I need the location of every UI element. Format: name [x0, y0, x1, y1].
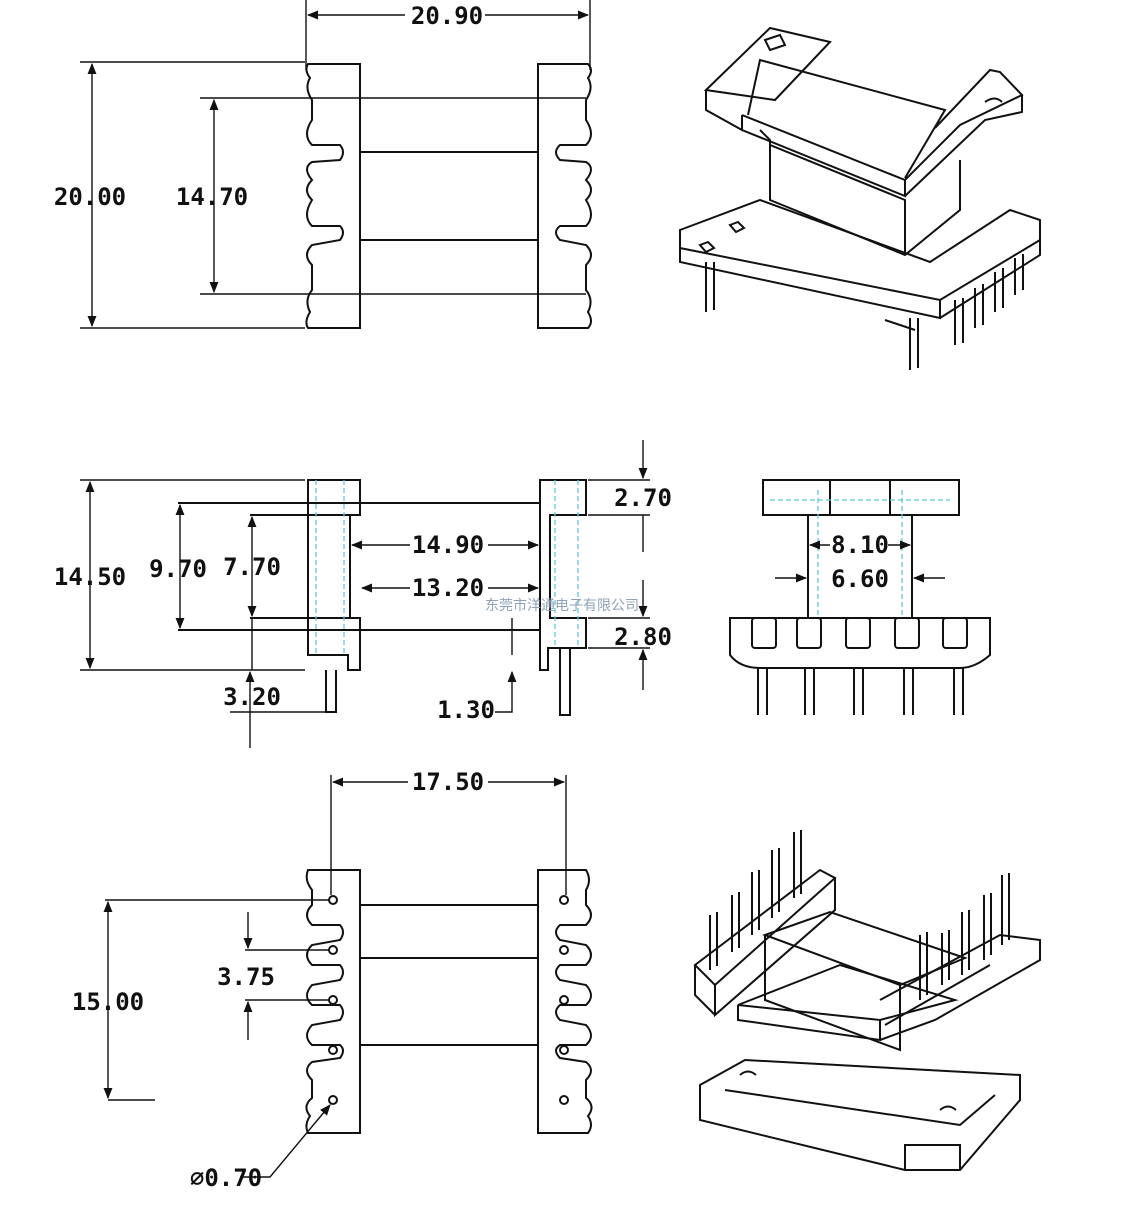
bottom-view-right-flange	[537, 869, 593, 1134]
dim-side-window-height: 7.70	[223, 553, 281, 581]
dim-pin-offset: 3.20	[223, 683, 281, 711]
top-view: 20.90 20.00 14.70	[54, 0, 592, 329]
dim-end-inner: 6.60	[831, 565, 889, 593]
dim-pin-hole: ⌀0.70	[190, 1164, 262, 1192]
dim-end-outer: 8.10	[831, 531, 889, 559]
dim-top-width: 20.90	[411, 2, 483, 30]
dim-pin-pitch: 3.75	[217, 963, 275, 991]
isometric-view-bottom	[693, 830, 1041, 1171]
side-view: 14.50 9.70 7.70 14.90 13.20 2.70 2.80 3.…	[54, 440, 672, 748]
top-view-left-flange	[305, 63, 361, 329]
dim-pin-step: 1.30	[437, 696, 495, 724]
end-view: 8.10 6.60	[729, 479, 991, 715]
bottom-view: 17.50 15.00 3.75 ⌀0.70	[72, 768, 593, 1192]
watermark: 东莞市洋通电子有限公司	[485, 597, 639, 614]
dim-flange-bottom: 2.80	[614, 623, 672, 651]
dim-top-inner-height: 14.70	[176, 183, 248, 211]
dim-pin-row-span: 15.00	[72, 988, 144, 1016]
top-view-right-flange	[537, 63, 592, 329]
dim-side-height: 14.50	[54, 563, 126, 591]
side-view-right-flange	[539, 479, 587, 671]
dim-side-inner-height: 9.70	[149, 555, 207, 583]
dim-top-height: 20.00	[54, 183, 126, 211]
dim-side-core-width: 13.20	[412, 574, 484, 602]
bottom-view-left-flange	[305, 869, 361, 1134]
dim-flange-top: 2.70	[614, 484, 672, 512]
isometric-view-top	[679, 26, 1041, 370]
dim-side-inner-width: 14.90	[412, 531, 484, 559]
dim-bottom-width: 17.50	[412, 768, 484, 796]
